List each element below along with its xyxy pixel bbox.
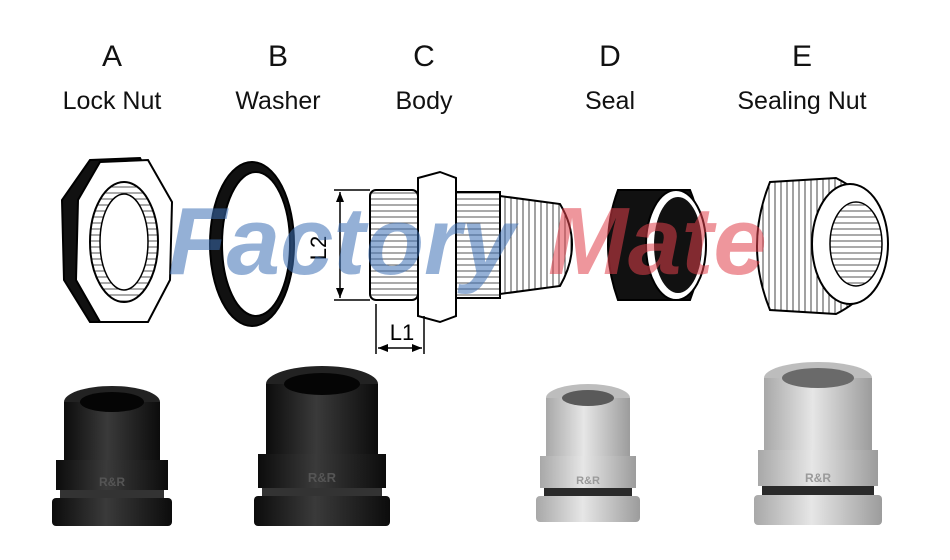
part-label-c: C Body [334,40,514,116]
watermark-factory: Factory [168,188,519,295]
part-letter: D [599,40,621,73]
part-name: Sealing Nut [737,87,867,115]
product-marking: R&R [576,475,600,487]
part-name: Washer [235,87,321,115]
dimension-l2-label: L2 [306,236,331,260]
black-cable-gland-2: R&R [254,366,390,526]
seal-drawing [607,189,707,301]
sealing-nut-drawing [756,176,889,316]
part-letter: C [413,40,435,73]
part-letter: B [267,40,288,73]
part-letter: E [791,40,812,73]
part-letter: A [101,40,122,73]
black-cable-gland-1: R&R [52,386,172,526]
product-marking: R&R [308,470,337,485]
part-label-e: E Sealing Nut [712,40,892,116]
part-label-d: D Seal [520,40,700,116]
part-label-b: B Washer [188,40,368,116]
part-name: Seal [584,87,636,115]
dimension-l1-label: L1 [390,320,414,345]
body-drawing [334,170,573,354]
watermark-mate: Mate [548,188,767,295]
part-name: Lock Nut [62,87,162,115]
washer-drawing [209,161,295,327]
product-marking: R&R [99,475,125,489]
lock-nut-drawing [60,156,174,323]
part-name: Body [395,87,453,115]
grey-cable-gland-2: R&R [754,362,882,525]
grey-cable-gland-1: R&R [536,384,640,522]
product-marking: R&R [805,471,831,485]
part-label-a: A Lock Nut [22,40,202,116]
